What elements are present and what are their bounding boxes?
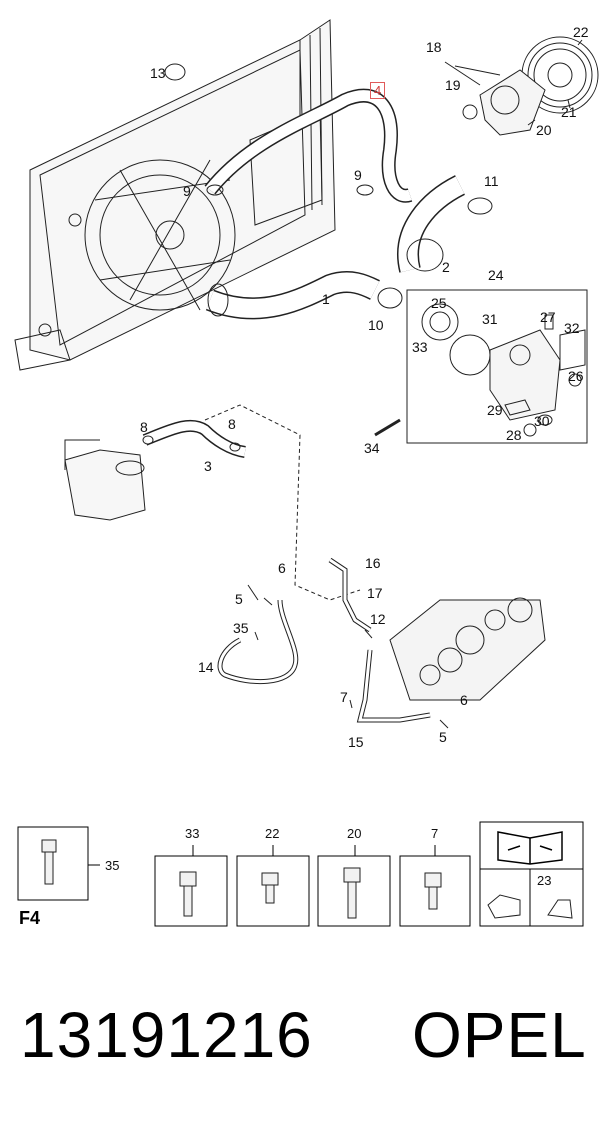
callout-2: 2 [442,259,450,275]
callout-10: 10 [368,317,384,333]
callout-9b: 9 [354,167,362,183]
callout-27: 27 [540,309,556,325]
callout-14: 14 [198,659,214,675]
part-number: 13191216 [20,999,313,1071]
callout-6b: 6 [460,692,468,708]
callout-24: 24 [488,267,504,283]
callout-18: 18 [426,39,442,55]
legend-label-35: 35 [105,858,120,873]
callout-19: 19 [445,77,461,93]
callout-7: 7 [340,689,348,705]
callout-17: 17 [367,585,383,601]
callout-26: 26 [568,368,584,384]
callout-12: 12 [370,611,386,627]
callout-5a: 5 [235,591,243,607]
bolt-20-icon [343,867,361,919]
water-pump [462,36,599,136]
callout-30: 30 [534,413,550,429]
pipe-16 [328,557,372,633]
callout-6a: 6 [278,560,286,576]
legend-label-22: 22 [265,826,280,841]
manual-book-icon [497,831,563,865]
callout-8a: 8 [140,419,148,435]
brand-name: OPEL [412,999,587,1071]
thermostat-box [406,289,588,444]
thermostat-housing [421,303,586,437]
pipe-14 [217,599,299,685]
legend-label-20: 20 [347,826,362,841]
legend-label-7: 7 [431,826,439,841]
callout-5b: 5 [439,729,447,745]
sheet-label: F4 [19,908,41,928]
callout-3: 3 [204,458,212,474]
bolt-33-icon [179,871,197,917]
callout-11: 11 [484,173,499,189]
callout-8b: 8 [228,416,236,432]
callout-1: 1 [322,291,330,307]
callout-13: 13 [150,65,166,81]
callout-34: 34 [364,440,380,456]
callout-29: 29 [487,402,503,418]
callout-15: 15 [348,734,364,750]
callout-4: 4 [370,82,386,99]
sealant-icon [487,894,573,919]
callout-32: 32 [564,320,580,336]
engine-block [389,597,546,701]
legend-label-33: 33 [185,826,200,841]
bolt-22-icon [261,872,279,904]
callout-21: 21 [561,104,577,120]
callout-25: 25 [431,295,447,311]
callout-16: 16 [365,555,381,571]
callout-20: 20 [536,122,552,138]
callout-22: 22 [573,24,589,40]
bolt-35-icon [41,839,57,885]
bolt-7-icon [424,872,442,910]
callout-31: 31 [482,311,498,327]
radiator-assembly [14,19,336,371]
callout-35: 35 [233,620,249,636]
callout-28: 28 [506,427,522,443]
legend-label-23: 23 [537,873,552,888]
callout-9a: 9 [183,183,191,199]
expansion-tank [64,439,146,521]
callout-33: 33 [412,339,428,355]
